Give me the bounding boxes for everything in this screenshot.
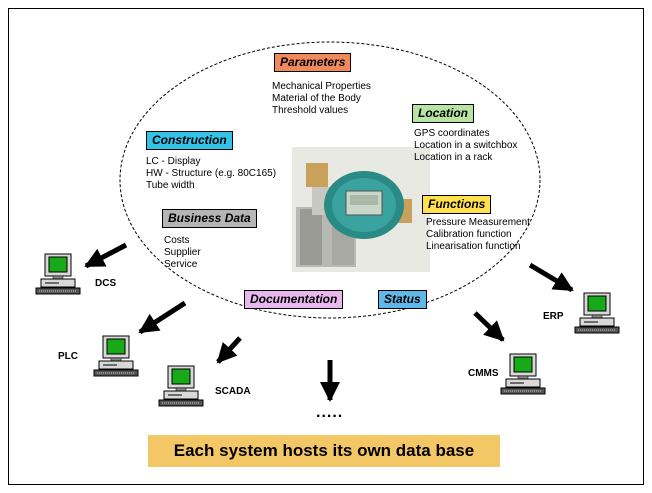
business-data-line: Costs xyxy=(164,235,190,246)
system-label-cmms: CMMS xyxy=(468,368,499,379)
location-line: Location in a rack xyxy=(414,152,493,163)
location-line: Location in a switchbox xyxy=(414,140,518,151)
arrow-icon xyxy=(84,242,128,269)
desktop-computer-icon xyxy=(93,335,139,377)
arrow-icon xyxy=(216,336,242,364)
business-data-title: Business Data xyxy=(162,209,257,228)
parameters-line: Threshold values xyxy=(272,105,349,116)
business-data-line: Supplier xyxy=(164,247,201,258)
construction-line: Tube width xyxy=(146,180,195,191)
desktop-computer-icon xyxy=(35,253,81,295)
system-boundary-ellipse xyxy=(119,41,541,319)
system-label-erp: ERP xyxy=(543,311,564,322)
functions-line: Calibration function xyxy=(426,229,512,240)
more-systems-ellipsis: ..... xyxy=(316,404,344,421)
arrow-icon xyxy=(138,300,187,335)
system-label-scada: SCADA xyxy=(215,386,251,397)
documentation-title: Documentation xyxy=(244,290,344,309)
arrow-icon xyxy=(528,262,574,293)
functions-line: Linearisation function xyxy=(426,241,521,252)
pressure-transmitter-icon xyxy=(292,147,430,272)
arrow-icon xyxy=(473,311,505,342)
desktop-computer-icon xyxy=(500,353,546,395)
desktop-computer-icon xyxy=(158,365,204,407)
business-data-line: Service xyxy=(164,259,198,270)
functions-line: Pressure Measurement xyxy=(426,217,530,228)
parameters-title: Parameters xyxy=(274,53,352,72)
construction-line: LC - Display xyxy=(146,156,201,167)
system-label-plc: PLC xyxy=(58,351,78,362)
slide-frame xyxy=(8,8,644,485)
construction-line: HW - Structure (e.g. 80C165) xyxy=(146,168,277,179)
location-line: GPS coordinates xyxy=(414,128,490,139)
system-label-dcs: DCS xyxy=(95,278,117,289)
summary-banner: Each system hosts its own data base xyxy=(148,435,500,467)
parameters-line: Mechanical Properties xyxy=(272,81,371,92)
parameters-line: Material of the Body xyxy=(272,93,361,104)
construction-title: Construction xyxy=(146,131,233,150)
location-title: Location xyxy=(412,104,474,123)
status-title: Status xyxy=(378,290,427,309)
functions-title: Functions xyxy=(422,195,492,214)
desktop-computer-icon xyxy=(574,292,620,334)
